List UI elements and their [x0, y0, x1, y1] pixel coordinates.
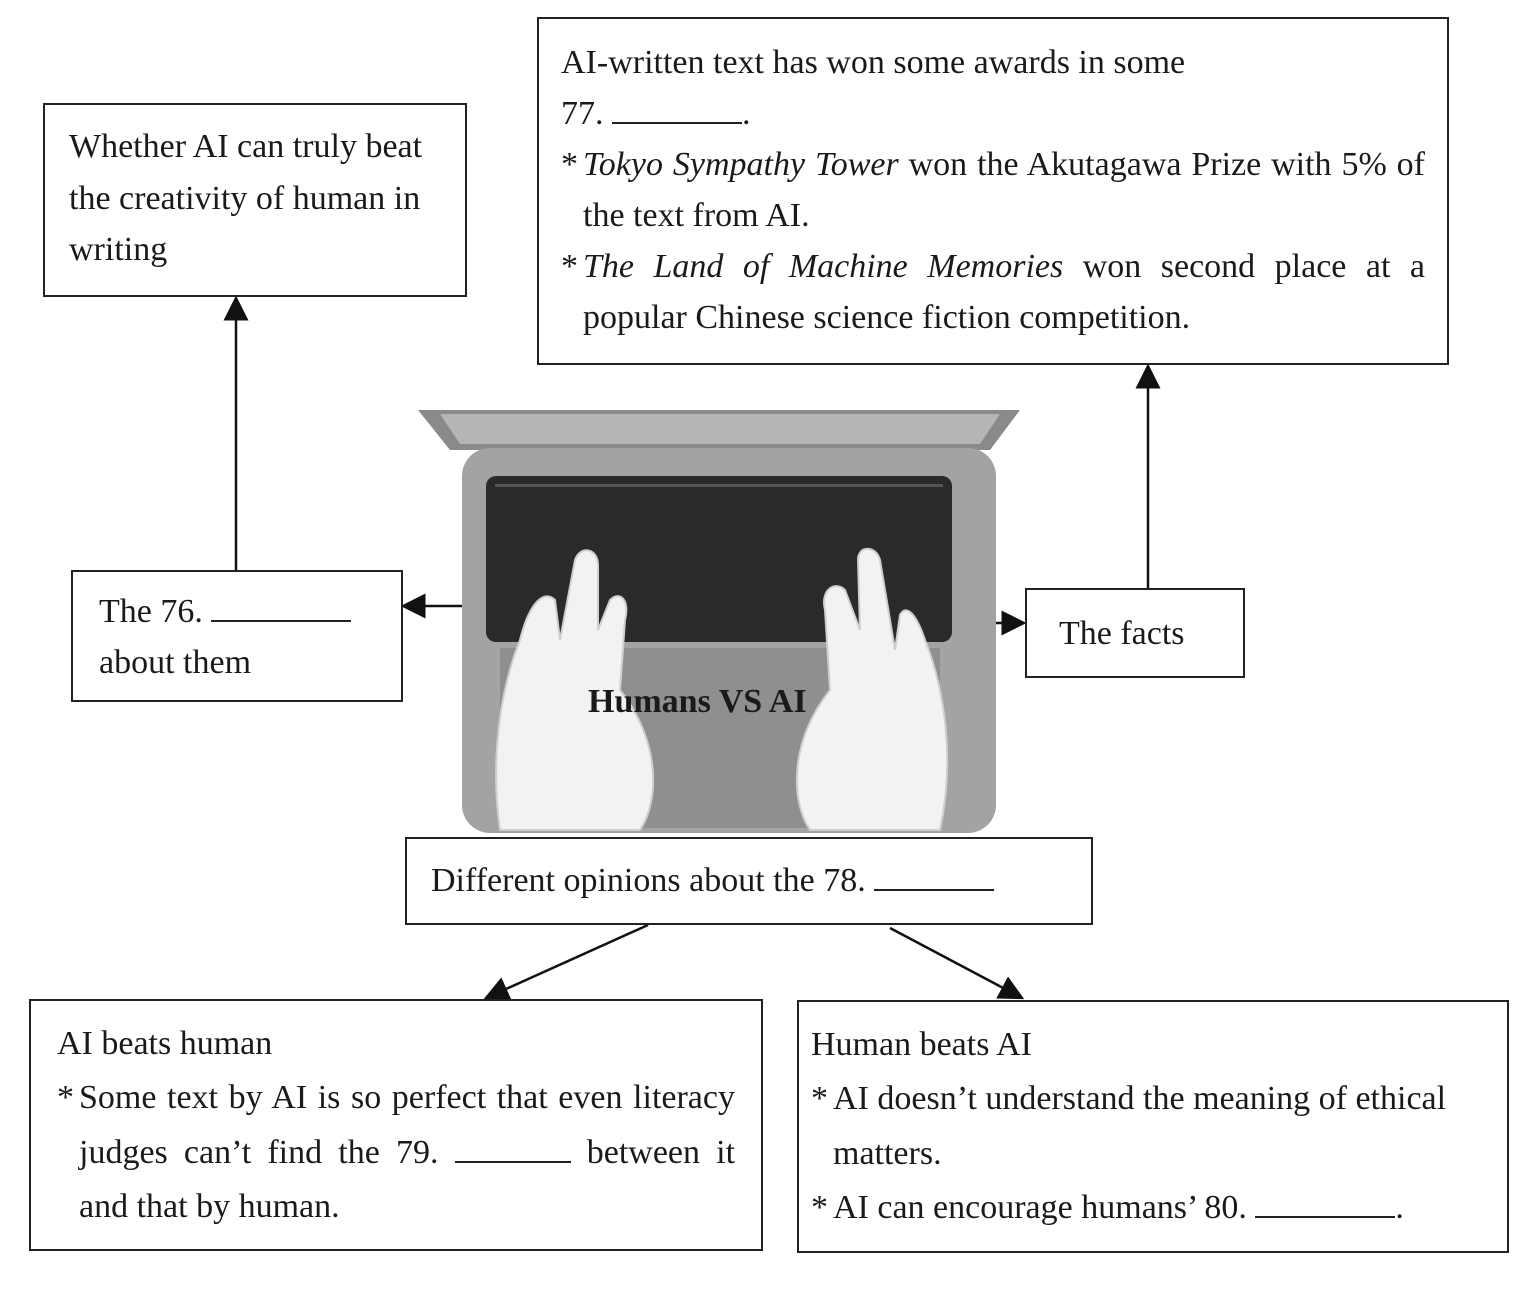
awards-text: AI-written text has won some awards in s… [561, 44, 1186, 81]
question-text: Whether AI can truly beat the creativity… [69, 128, 423, 269]
facts-box: The facts [1025, 588, 1245, 678]
bullet-star: * [561, 248, 578, 285]
award-bullet-2: *The Land of Machine Memories won second… [561, 241, 1425, 343]
awards-line: AI-written text has won some awards in s… [561, 37, 1425, 88]
bullet-star: * [57, 1079, 74, 1117]
blank-78-input[interactable] [874, 865, 995, 891]
award-detail-1: won the Akutagawa Prize with 5% of the t… [583, 146, 1425, 234]
blank-76-number: 76. [160, 593, 203, 630]
bullet-star: * [811, 1189, 828, 1227]
human-beats-bullet-2: *AI can encourage humans’ 80. . [811, 1181, 1495, 1235]
blank-77-number: 77. [561, 95, 604, 132]
blank-80-number: 80. [1204, 1189, 1247, 1227]
blank-76-input[interactable] [211, 596, 352, 622]
ai-beats-human-box: AI beats human *Some text by AI is so pe… [29, 999, 763, 1251]
bullet-star: * [561, 146, 578, 183]
ai-beats-text-end: between it and that by human. [79, 1133, 736, 1226]
award-bullet-1: *Tokyo Sympathy Tower won the Akutagawa … [561, 139, 1425, 241]
laptop-illustration [418, 410, 1020, 833]
ai-beats-heading: AI beats human [57, 1025, 273, 1062]
blank-79-number: 79. [395, 1133, 439, 1171]
bullet-star: * [811, 1080, 828, 1118]
ai-beats-text: Some text by AI is so perfect that even … [79, 1079, 735, 1171]
human-beats-heading: Human beats AI [811, 1026, 1032, 1063]
award-detail-2: won second place at a popular Chinese sc… [583, 248, 1425, 336]
blank-79-input[interactable] [454, 1137, 571, 1163]
attitudes-prefix: The [99, 593, 152, 630]
attitudes-box: The 76. about them [71, 570, 403, 702]
blank-78-number: 78. [823, 862, 866, 899]
arrow-to-human-beats [889, 926, 1025, 1000]
human-beats-bullet-1: *AI doesn’t understand the meaning of et… [811, 1072, 1495, 1181]
arrow-to-ai-beats [483, 923, 649, 1001]
blank-77-input[interactable] [612, 98, 742, 124]
opinions-box: Different opinions about the 78. [405, 837, 1093, 925]
book-title-2: The Land of Machine Memories [583, 248, 1064, 285]
facts-text: The facts [1059, 615, 1185, 652]
question-box: Whether AI can truly beat the creativity… [43, 103, 467, 297]
human-beats-text-1: AI doesn’t understand the meaning of eth… [833, 1080, 1447, 1172]
blank-80-input[interactable] [1255, 1192, 1396, 1219]
human-beats-ai-box: Human beats AI *AI doesn’t understand th… [797, 1000, 1509, 1253]
attitudes-suffix: about them [99, 644, 252, 681]
center-title: Humans VS AI [588, 683, 807, 720]
book-title-1: Tokyo Sympathy Tower [583, 146, 899, 183]
opinions-text: Different opinions about the [431, 862, 815, 899]
ai-beats-bullet: *Some text by AI is so perfect that even… [57, 1071, 735, 1234]
human-beats-text-2: AI can encourage humans’ [833, 1189, 1196, 1227]
awards-box: AI-written text has won some awards in s… [537, 17, 1449, 365]
